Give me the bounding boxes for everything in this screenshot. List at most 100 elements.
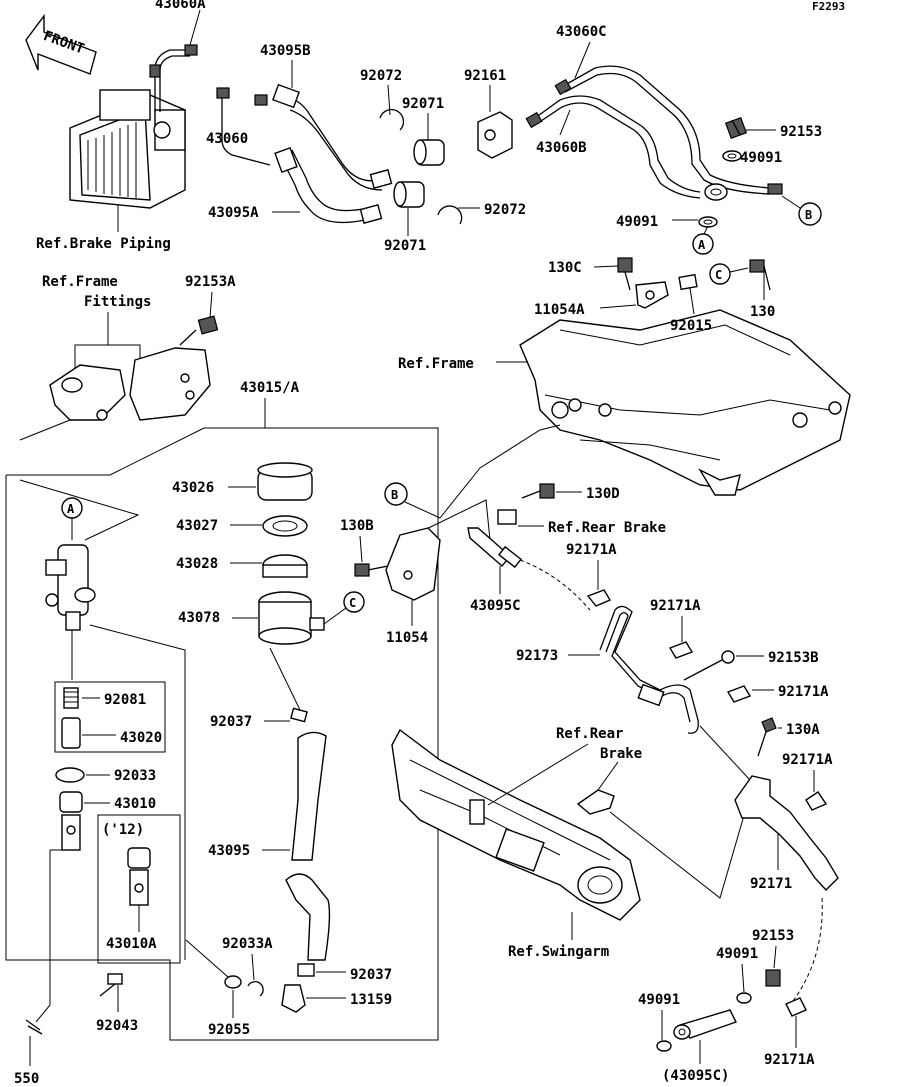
plate-43027 [262, 515, 308, 537]
label-92171a-1: 92171A [566, 542, 617, 558]
label-43010: 43010 [114, 796, 156, 812]
label-130c: 130C [548, 260, 582, 276]
bracket-92171 [734, 775, 839, 892]
label-49091-mid: 49091 [616, 214, 658, 230]
clamp-92072-top [379, 108, 405, 131]
label-550: 550 [14, 1071, 39, 1087]
label-92153-bot: 92153 [752, 928, 794, 944]
label-92071-bot: 92071 [384, 238, 426, 254]
clamp-92171a-2 [668, 641, 694, 659]
reservoir-43078 [258, 591, 325, 645]
label-130a: 130A [786, 722, 820, 738]
ref-brake-piping-label: Ref.Brake Piping [36, 236, 171, 252]
label-43028: 43028 [176, 556, 218, 572]
label-11054: 11054 [386, 630, 428, 646]
ref-swingarm-label: Ref.Swingarm [508, 944, 609, 960]
swingarm [391, 728, 641, 921]
label-92015: 92015 [670, 318, 712, 334]
pushrod-43010 [59, 791, 83, 851]
callout-a-cylinder-text: A [67, 502, 75, 516]
label-92055: 92055 [208, 1022, 250, 1038]
banjo-fitting [704, 183, 728, 201]
clamp-92171a-5 [785, 997, 807, 1017]
bolt-130d [521, 483, 555, 499]
callout-a-top-text: A [698, 238, 706, 252]
label-130: 130 [750, 304, 775, 320]
pin-92043 [99, 973, 123, 997]
label-92081: 92081 [104, 692, 146, 708]
label-92161: 92161 [464, 68, 506, 84]
washer-49091-right [722, 150, 742, 162]
spring-92081 [63, 687, 79, 709]
label-43060c: 43060C [556, 24, 607, 40]
label-43095c-paren: (43095C) [662, 1068, 729, 1084]
hose-43095a [274, 146, 383, 224]
label-92153: 92153 [780, 124, 822, 140]
clamp-92072-bot [437, 205, 463, 225]
washer-49091-bot [736, 992, 752, 1004]
label-year-12: ('12) [102, 822, 144, 838]
label-43010a: 43010A [106, 936, 157, 952]
label-43095: 43095 [208, 843, 250, 859]
clip-92037-bot [297, 963, 315, 977]
label-49091-right: 49091 [740, 150, 782, 166]
label-92153a: 92153A [185, 274, 236, 290]
ref-rear-brake-label-2a: Ref.Rear [556, 726, 623, 742]
clamp-92171a-1 [586, 589, 612, 607]
nut-130b [354, 563, 370, 577]
label-92171a-5: 92171A [764, 1052, 815, 1068]
figure-code: F2293 [812, 0, 845, 13]
bolt-92153a [179, 315, 219, 346]
brake-pipe-43060a [149, 44, 198, 112]
clip-92033a [247, 981, 264, 997]
o-ring-92055 [224, 975, 242, 989]
label-92173: 92173 [516, 648, 558, 664]
label-92072-bot: 92072 [484, 202, 526, 218]
label-92043: 92043 [96, 1018, 138, 1034]
callout-b-bracket-text: B [391, 488, 398, 502]
label-43020: 43020 [120, 730, 162, 746]
ref-frame-fittings-label-1: Ref.Frame [42, 274, 118, 290]
reservoir-hose-43095 [285, 731, 331, 961]
rear-brake-tab [576, 789, 615, 815]
clip-92037-top [290, 707, 308, 723]
callout-a-top: A [692, 225, 714, 255]
abs-unit [69, 89, 186, 209]
cotter-pin-550 [25, 1019, 43, 1035]
bolt-130a [757, 717, 777, 757]
label-92033a: 92033A [222, 936, 273, 952]
main-frame [519, 309, 851, 496]
pushrod-43010a [127, 847, 151, 906]
diaphragm-43028 [262, 554, 308, 578]
brake-pipe-43060c [554, 65, 783, 195]
callout-b-bracket: B [384, 482, 408, 506]
label-43060a: 43060A [155, 0, 206, 12]
label-92171: 92171 [750, 876, 792, 892]
callout-c-frame-text: C [715, 268, 722, 282]
piston-43020 [61, 717, 81, 749]
collar-92015 [678, 273, 698, 291]
front-arrow-icon: FRONT [25, 13, 97, 75]
callout-b-top-text: B [805, 208, 812, 222]
brake-pipe-43060 [216, 87, 271, 166]
label-11054a: 11054A [534, 302, 585, 318]
bracket-92173 [599, 605, 699, 734]
callout-c-reservoir: C [323, 591, 365, 625]
bolt-130 [749, 259, 771, 291]
callout-b-top: B [781, 195, 822, 226]
bolt-92153-bot [765, 969, 781, 987]
callout-a-cylinder: A [61, 497, 83, 519]
ref-frame-label: Ref.Frame [398, 356, 474, 372]
ref-frame-fittings-label-2: Fittings [84, 294, 151, 310]
banjo-hose-end [673, 1009, 737, 1040]
hose-43095c [467, 527, 522, 569]
reservoir-cap-43026 [257, 462, 313, 501]
label-43026: 43026 [172, 480, 214, 496]
clamp-92171a-4 [805, 791, 828, 811]
label-13159: 13159 [350, 992, 392, 1008]
label-43095a: 43095A [208, 205, 259, 221]
ref-rear-brake-label-1: Ref.Rear Brake [548, 520, 666, 536]
label-92037-top: 92037 [210, 714, 252, 730]
label-130b: 130B [340, 518, 374, 534]
